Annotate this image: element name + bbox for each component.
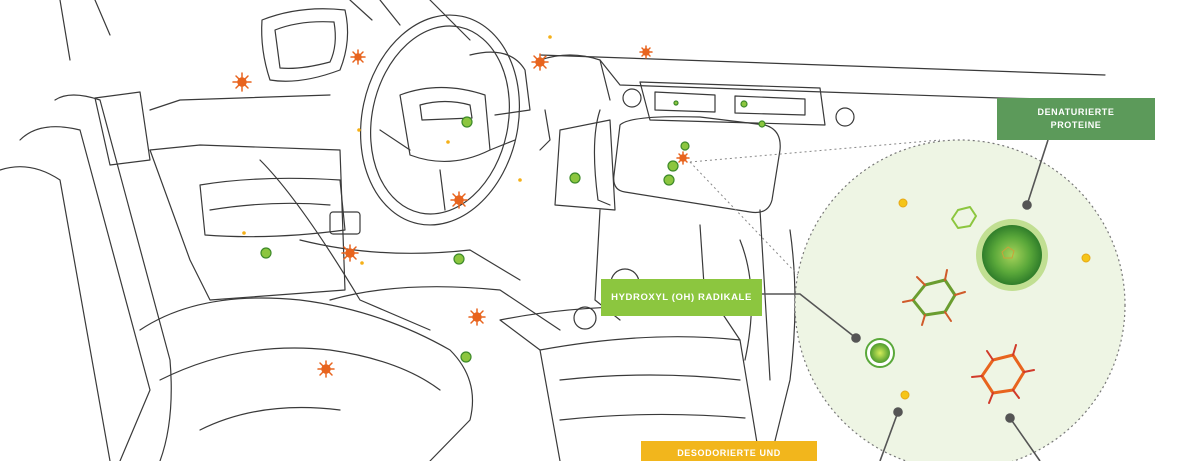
particle-icon [898, 198, 1091, 400]
protein-icon [976, 219, 1048, 291]
zoom-bubble [794, 139, 1126, 461]
pointer-lines [762, 139, 1049, 461]
label-hydroxyl-radicals: HYDROXYL (OH) RADIKALE [601, 279, 762, 316]
car-interior-diagram: DENATURIERTE PROTEINE HYDROXYL (OH) RADI… [0, 0, 1155, 471]
cabin-radicals [260, 100, 766, 363]
label-proteins-line1: DENATURIERTE [1037, 107, 1115, 117]
car-outline [0, 0, 1106, 461]
label-deodorized: DESODORIERTE UND UNSCHÄDLICHE [641, 441, 817, 471]
illustration [0, 0, 1126, 461]
virus-spikes [902, 269, 1035, 404]
cabin-viruses [232, 45, 690, 378]
label-denatured-proteins: DENATURIERTE PROTEINE [997, 98, 1155, 140]
label-proteins-line2: PROTEINE [1050, 120, 1102, 130]
radical-icon [865, 338, 895, 368]
cabin-particles [242, 35, 552, 265]
